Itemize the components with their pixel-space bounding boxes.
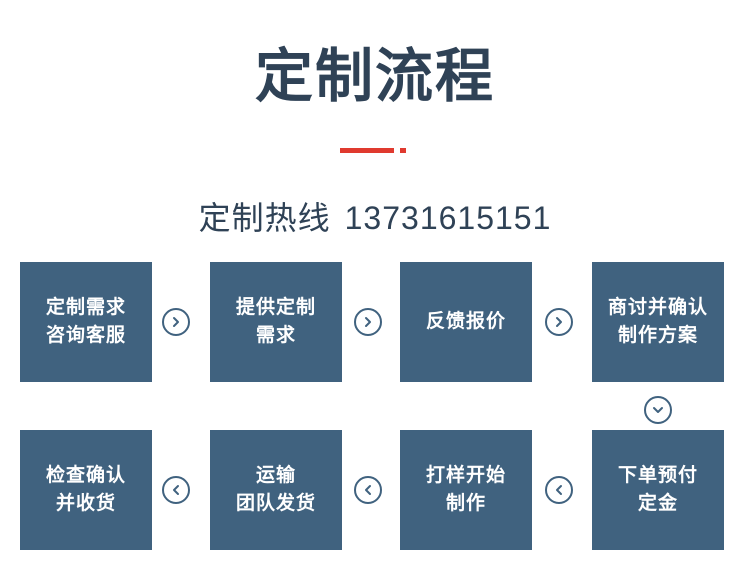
flow-step-7-line1: 运输 <box>255 465 296 486</box>
flow-step-2[interactable]: 提供定制 需求 <box>210 262 342 382</box>
flow-step-1[interactable]: 定制需求 咨询客服 <box>20 262 152 382</box>
flow-step-1-line1: 定制需求 <box>45 297 126 318</box>
flow-diagram: 定制需求 咨询客服 提供定制 需求 <box>0 262 750 562</box>
flow-step-5[interactable]: 下单预付 定金 <box>592 430 724 550</box>
chevron-right-icon <box>162 308 190 336</box>
flow-step-3-line1: 反馈报价 <box>425 311 506 332</box>
hotline: 定制热线 13731615151 <box>0 193 750 239</box>
flow-step-4-line2: 制作方案 <box>617 325 698 346</box>
flow-step-7[interactable]: 运输 团队发货 <box>210 430 342 550</box>
divider-dot <box>400 148 406 153</box>
flow-row-1: 定制需求 咨询客服 提供定制 需求 <box>0 262 750 424</box>
flow-step-2-line2: 需求 <box>255 325 296 346</box>
flow-step-1-line2: 咨询客服 <box>45 325 126 346</box>
flow-step-8-line2: 并收货 <box>55 493 116 514</box>
page-title: 定制流程 <box>254 44 495 109</box>
title-divider <box>0 144 750 160</box>
flow-step-5-line2: 定金 <box>637 493 678 514</box>
flow-step-3[interactable]: 反馈报价 <box>400 262 532 382</box>
chevron-left-icon <box>162 476 190 504</box>
flow-step-4[interactable]: 商讨并确认 制作方案 <box>592 262 724 382</box>
flow-step-7-line2: 团队发货 <box>235 493 316 514</box>
divider-bar <box>340 148 394 153</box>
flow-row-2: 检查确认 并收货 运输 团队发货 <box>0 430 750 550</box>
flow-step-6-line1: 打样开始 <box>425 465 506 486</box>
flow-step-4-line1: 商讨并确认 <box>607 297 708 318</box>
chevron-down-icon <box>644 396 672 424</box>
flow-step-5-line1: 下单预付 <box>617 465 698 486</box>
flow-step-8-line1: 检查确认 <box>45 465 126 486</box>
chevron-right-icon <box>545 308 573 336</box>
chevron-left-icon <box>545 476 573 504</box>
flow-step-6[interactable]: 打样开始 制作 <box>400 430 532 550</box>
flow-step-2-line1: 提供定制 <box>235 297 316 318</box>
flow-step-6-line2: 制作 <box>445 493 486 514</box>
flow-step-8[interactable]: 检查确认 并收货 <box>20 430 152 550</box>
hotline-number: 13731615151 <box>344 200 552 236</box>
chevron-left-icon <box>354 476 382 504</box>
chevron-right-icon <box>354 308 382 336</box>
hotline-label: 定制热线 <box>198 200 331 236</box>
